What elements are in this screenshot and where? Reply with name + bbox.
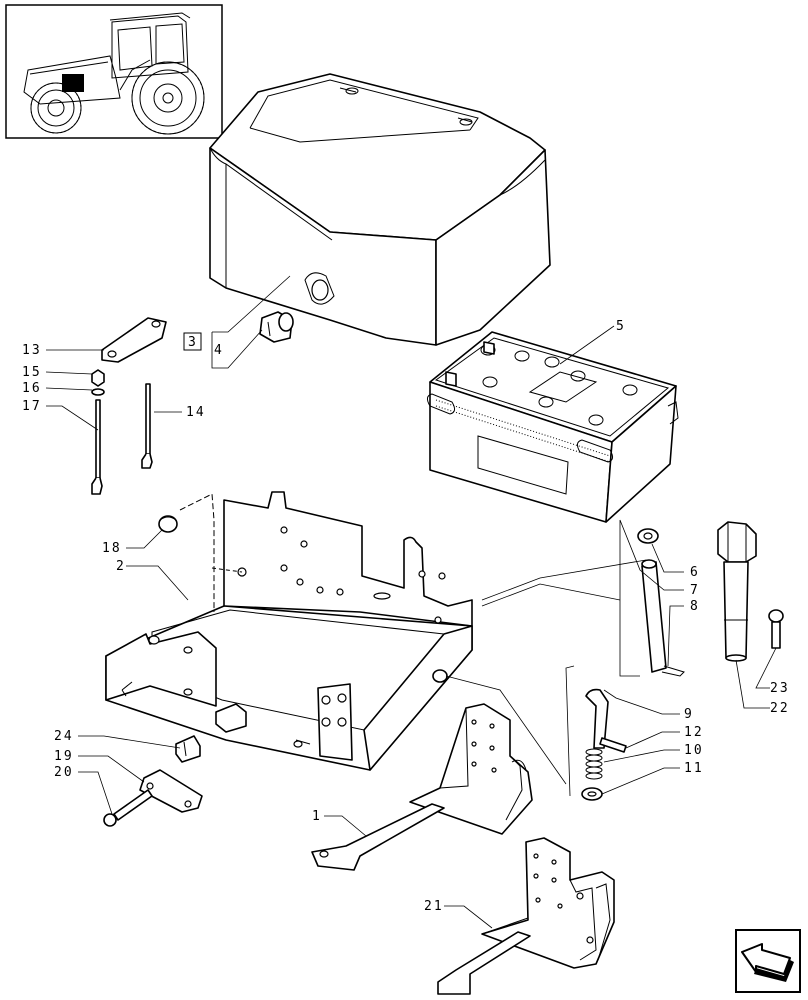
split-pin-8 (661, 665, 685, 677)
callout-12: 12 (684, 725, 704, 740)
callout-15: 15 (22, 365, 42, 380)
support-bracket-21 (437, 837, 615, 995)
callout-23: 23 (770, 681, 790, 696)
hook-rod-17 (91, 399, 103, 495)
nut (91, 369, 105, 387)
callout-11: 11 (684, 761, 704, 776)
callout-13: 13 (22, 343, 42, 358)
grommet-plug (158, 515, 178, 533)
bolt-22 (717, 521, 757, 662)
washer-6 (637, 528, 659, 544)
callout-9: 9 (684, 707, 694, 722)
callout-1: 1 (312, 809, 322, 824)
battery-cover (209, 73, 551, 346)
callout-3-box (183, 332, 202, 351)
callout-8: 8 (690, 599, 700, 614)
battery-tray (105, 491, 473, 771)
bolt-20 (103, 789, 153, 827)
callout-17: 17 (22, 399, 42, 414)
callout-3: 3 (188, 335, 198, 350)
callout-24: 24 (54, 729, 74, 744)
tractor-thumbnail-icon[interactable] (5, 4, 223, 139)
callout-labels: 1 2 3 4 5 6 7 8 9 10 11 12 13 14 15 16 1… (22, 319, 790, 914)
clamp-plate (101, 317, 167, 363)
callout-14: 14 (186, 405, 206, 420)
callout-4: 4 (214, 343, 224, 358)
next-page-arrow-icon[interactable] (735, 929, 801, 993)
callout-10: 10 (684, 743, 704, 758)
callout-6: 6 (690, 565, 700, 580)
cover-knob (259, 311, 294, 343)
callout-16: 16 (22, 381, 42, 396)
callout-5: 5 (616, 319, 626, 334)
latch-pin-9 (585, 688, 609, 749)
callout-7: 7 (690, 583, 700, 598)
clip-bracket (175, 735, 201, 763)
callout-20: 20 (54, 765, 74, 780)
battery (426, 331, 679, 523)
spacer-plate (139, 769, 203, 813)
rod-7 (641, 559, 667, 673)
washer (91, 388, 105, 396)
hook-rod-14 (141, 383, 153, 469)
spring-10 (585, 748, 603, 780)
pin-12 (599, 737, 627, 753)
callout-22: 22 (770, 701, 790, 716)
callout-18: 18 (102, 541, 122, 556)
callout-21: 21 (424, 899, 444, 914)
callout-2: 2 (116, 559, 126, 574)
screw-23 (768, 609, 784, 649)
support-bracket-1 (311, 703, 533, 871)
washer-11 (581, 787, 603, 801)
callout-19: 19 (54, 749, 74, 764)
leader-lines (45, 275, 777, 929)
